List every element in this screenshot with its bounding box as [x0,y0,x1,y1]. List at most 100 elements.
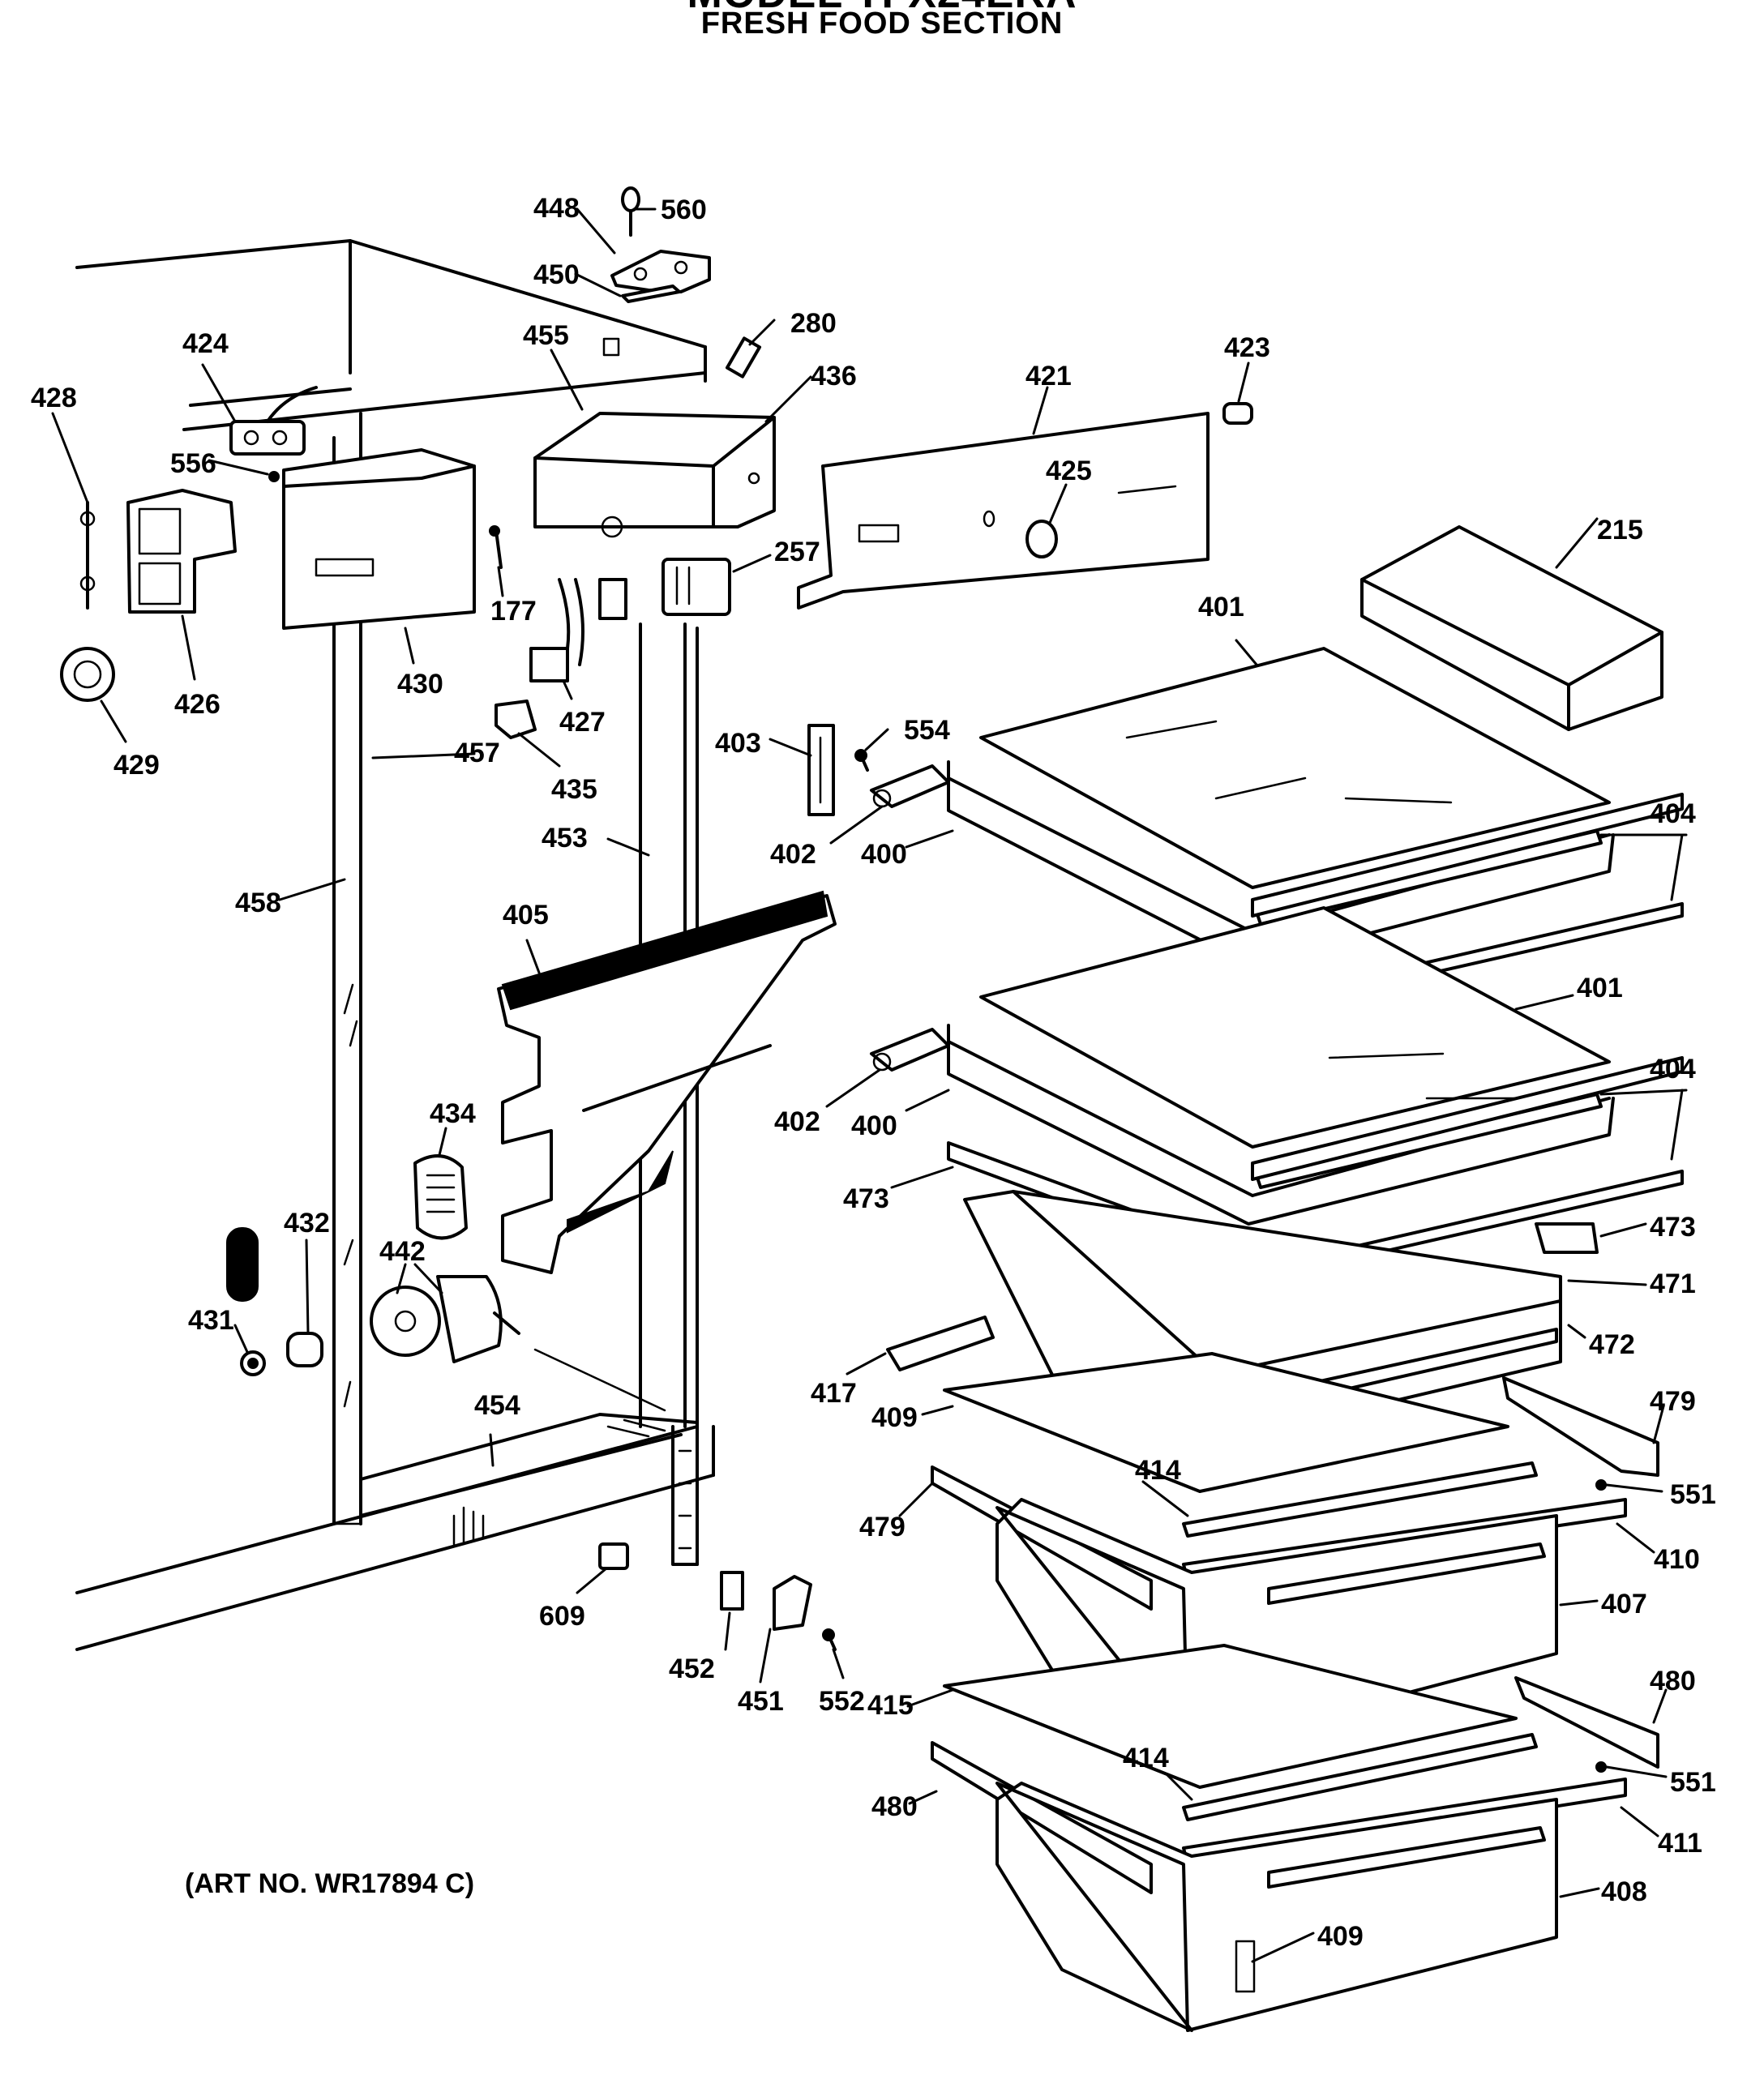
label-423: 423 [1224,332,1270,363]
label-409-lower: 409 [1317,1921,1364,1952]
label-411: 411 [1658,1828,1702,1859]
part-424-thermostat [229,386,318,456]
part-labels: 448 560 450 280 455 436 424 428 556 421 … [31,193,1716,1952]
label-455: 455 [523,320,569,351]
part-435-clip [495,700,537,739]
part-452-bracket [720,1571,744,1611]
label-560: 560 [661,195,707,225]
part-436-control-housing [533,412,776,538]
label-554: 554 [904,715,950,746]
part-402-shelf-support-lower [870,1028,950,1072]
label-457: 457 [454,738,500,768]
label-472: 472 [1589,1329,1635,1360]
part-404-shelf-trim-lower [1251,1056,1684,1264]
label-442: 442 [379,1236,426,1267]
part-473-drawer-rail-right [1535,1222,1599,1254]
part-451-hinge [773,1575,812,1631]
label-471: 471 [1650,1269,1696,1299]
label-407: 407 [1601,1589,1647,1619]
part-401-glass-shelf-upper [979,647,1611,889]
part-430-control-cover [282,448,476,630]
part-556-screw [268,471,280,482]
part-423-lamp [1222,402,1253,425]
part-609-plug [598,1542,629,1570]
part-479-slide-right [1502,1376,1659,1477]
label-451: 451 [738,1686,784,1717]
label-402-lower: 402 [774,1106,820,1137]
part-429-fan-blade [60,647,115,702]
label-427: 427 [559,707,606,738]
label-429: 429 [113,750,160,781]
part-554-screw [854,749,869,772]
part-409-crisper-cover-upper [943,1352,1509,1493]
part-431-light-switch [226,1227,266,1376]
part-480-slide-left [931,1741,1153,1894]
leader-lines [51,208,1688,1963]
part-280-cap [725,336,762,379]
label-401-upper: 401 [1198,592,1244,622]
part-450-shim [621,285,681,303]
label-426: 426 [174,689,220,720]
label-403: 403 [715,728,761,759]
label-450: 450 [533,259,580,290]
section-title: FRESH FOOD SECTION [700,6,1064,41]
label-448: 448 [533,193,580,224]
label-432: 432 [284,1208,330,1239]
label-454: 454 [474,1390,520,1421]
part-434-light-shield [413,1154,468,1240]
part-551-screw-lower [1595,1761,1607,1773]
part-414-drawer-trim-upper [1182,1461,1538,1538]
label-421: 421 [1025,361,1072,391]
label-177: 177 [490,596,537,627]
label-425: 425 [1046,456,1092,486]
label-257: 257 [774,537,820,567]
art-number: (ART NO. WR17894 C) [185,1868,475,1899]
label-404-upper: 404 [1650,798,1696,829]
label-473-right: 473 [1650,1212,1696,1243]
label-215: 215 [1597,515,1643,545]
label-479-left: 479 [859,1512,906,1542]
label-401-lower: 401 [1577,973,1623,1003]
part-432-bulb-socket [286,1332,323,1367]
label-453: 453 [542,823,588,854]
label-414-upper: 414 [1135,1455,1181,1486]
label-414-lower: 414 [1123,1743,1169,1773]
label-402-upper: 402 [770,839,816,870]
part-426-duct [126,489,237,614]
label-480-left: 480 [871,1791,918,1822]
label-404-lower: 404 [1650,1054,1696,1085]
part-480-slide-right [1514,1676,1659,1769]
label-417: 417 [811,1378,857,1409]
label-480-right: 480 [1650,1666,1696,1696]
part-414-drawer-trim-lower [1182,1733,1538,1821]
part-403-shelf-bracket [807,724,835,816]
label-551-upper: 551 [1670,1479,1716,1510]
label-436: 436 [811,361,857,391]
part-402-shelf-support [870,764,950,808]
label-415: 415 [867,1690,914,1721]
label-410: 410 [1654,1544,1700,1575]
part-560-screw [621,186,640,237]
part-552-screw [822,1628,837,1651]
label-405: 405 [503,900,549,931]
label-435: 435 [551,774,597,805]
part-448-hinge-plate [610,250,711,293]
label-280: 280 [790,308,837,339]
part-177-screw [489,525,503,569]
label-409-upper: 409 [871,1402,918,1433]
part-417-rail [886,1316,995,1371]
part-421-control-panel [797,412,1210,610]
label-430: 430 [397,669,443,700]
label-400-upper: 400 [861,839,907,870]
part-428-wire [79,501,96,610]
label-479-right: 479 [1650,1386,1696,1417]
part-215-dairy-bin [1360,525,1663,731]
label-452: 452 [669,1654,715,1684]
part-405-door-pan [497,890,837,1274]
model-title: MODEL TFX24ERA [0,0,1764,18]
part-425-knob [1025,520,1058,558]
label-424: 424 [182,328,229,359]
part-401-glass-shelf-lower [979,906,1611,1149]
